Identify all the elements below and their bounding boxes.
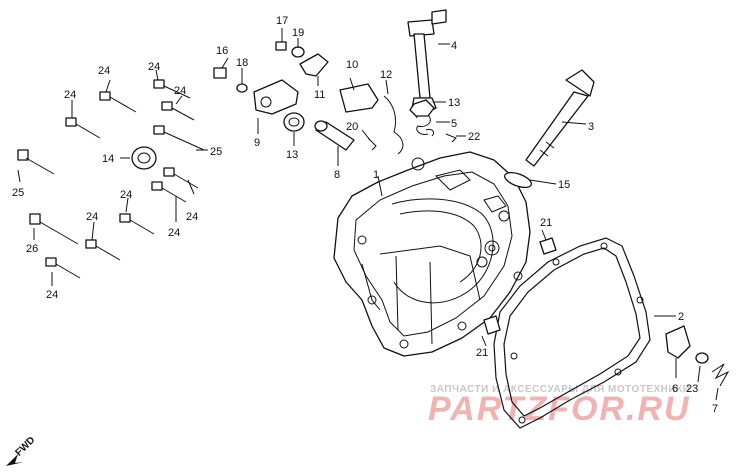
stopper-arm [339,83,379,113]
bearing-13 [283,112,305,132]
callout-4: 4 [451,40,457,52]
dowel-pin-upper [539,237,557,255]
fwd-label: FWD [14,435,38,459]
callout-12: 12 [380,69,392,81]
spring-7 [711,363,730,387]
callout-6: 6 [672,383,678,395]
watermark-brand: PARTZFOR.RU [428,390,691,428]
lever-11 [299,53,329,77]
callout-13-right: 13 [448,97,460,109]
o-ring [504,171,532,189]
callout-24-b: 24 [148,61,160,73]
bearing-14 [131,146,157,170]
gasket [493,237,651,429]
callout-14: 14 [102,153,114,165]
callout-21-lower: 21 [476,347,488,359]
callout-18: 18 [236,57,248,69]
callout-23: 23 [686,383,698,395]
callout-24-d: 24 [174,85,186,97]
callout-21-upper: 21 [540,217,552,229]
callout-13-left: 13 [286,149,298,161]
bolt [119,213,155,235]
bolt [29,213,79,245]
callout-24-c: 24 [64,89,76,101]
callout-24-h: 24 [86,211,98,223]
bolt [151,181,187,203]
callout-7: 7 [712,403,718,415]
callout-24-e: 24 [186,211,198,223]
fwd-direction-marker: FWD [6,435,37,466]
watermark: ЗАПЧАСТИ И АКСЕССУАРЫ ДЛЯ МОТОТЕХНИКИ PA… [428,384,691,428]
callout-2: 2 [678,311,684,323]
dowel-pin-lower [483,315,501,335]
return-spring [415,113,435,137]
shift-shaft [407,9,447,115]
bolt-17-head [275,41,287,51]
callout-24-i: 24 [46,289,58,301]
plug-6 [665,325,691,359]
collar-20 [367,137,377,151]
callout-1: 1 [373,169,379,181]
bolt-16-head [213,67,227,79]
arm-bore [260,96,272,108]
callout-24-f: 24 [168,227,180,239]
crankcase-cover [333,151,531,357]
callout-24-g: 24 [120,189,132,201]
bolt [17,149,55,175]
callout-19: 19 [292,27,304,39]
callout-22: 22 [468,131,480,143]
bolt [153,79,191,99]
callout-10: 10 [346,59,358,71]
bolt-set [17,79,205,279]
callout-15: 15 [558,179,570,191]
callout-labels: 1 2 3 4 5 6 7 8 9 10 11 12 13 13 14 15 1… [12,15,718,415]
watermark-caption: ЗАПЧАСТИ И АКСЕССУАРЫ ДЛЯ МОТОТЕХНИКИ [430,384,690,395]
callout-3: 3 [588,121,594,133]
bolt [99,91,137,113]
leader-lines [17,28,719,401]
bolt [153,125,205,151]
shift-arm [253,79,299,115]
bolt [163,167,199,189]
callout-25-left: 25 [12,187,24,199]
callout-16: 16 [216,45,228,57]
nut-13 [409,99,435,117]
callout-17: 17 [276,15,288,27]
bolt [45,257,81,279]
bolt [85,239,121,261]
stopper-spring [383,95,404,155]
callout-20: 20 [346,121,358,133]
guide-shaft [314,120,355,151]
washer-19 [291,46,305,58]
pin-22 [445,133,457,143]
callout-5: 5 [451,118,457,130]
washer-18 [236,83,248,93]
oil-dipstick [525,69,595,167]
bolt [65,117,101,139]
washer-23 [695,352,709,364]
callout-26: 26 [26,243,38,255]
callout-8: 8 [334,169,340,181]
callout-11: 11 [314,89,325,101]
bolt [161,101,195,121]
callout-24-a: 24 [98,65,110,77]
callout-25-right: 25 [210,146,222,158]
callout-9: 9 [254,137,260,149]
arrow-icon [6,454,24,466]
